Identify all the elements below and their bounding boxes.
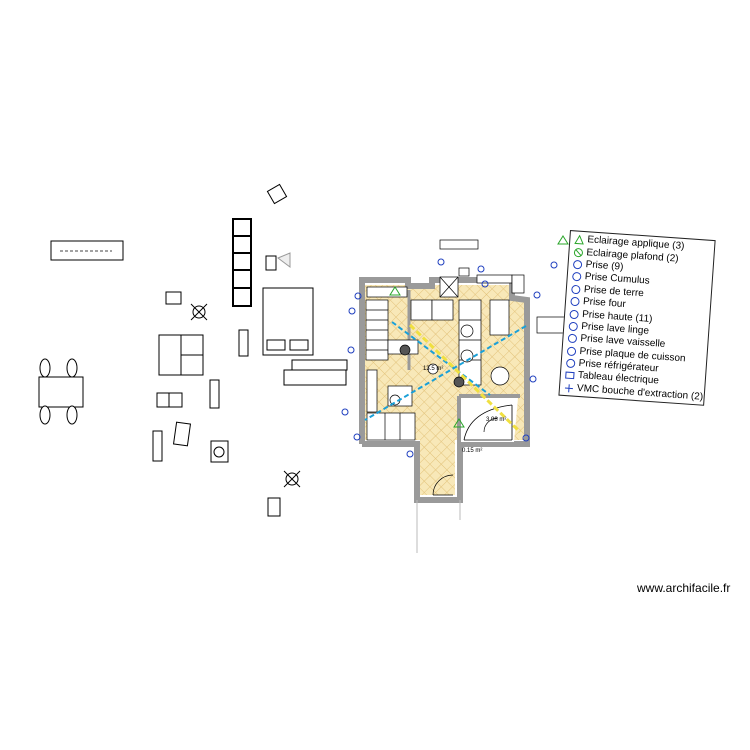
ceiling-light-icon [573,247,583,257]
legend-item: Eclairage plafond (2) [573,246,714,268]
legend-item: Eclairage applique (3) [574,233,715,255]
socket-icon [573,260,583,270]
wall-lamp-item [265,255,277,271]
legend-item: Prise réfrigérateur [565,357,706,379]
legend-item: Prise (9) [572,258,713,280]
piano-body [291,359,348,371]
legend-item: Prise de terre [570,283,711,305]
main-room-floor [362,285,525,495]
socket-icon [570,297,580,307]
bathroom-floor [461,398,518,442]
appliance-small [267,497,281,517]
shelf-unit [232,218,252,307]
legend-item: Prise lave linge [568,320,709,342]
radiator-item-2 [209,379,220,409]
piano-keys [283,369,347,386]
chair-item [266,183,288,205]
socket-icon [569,309,579,319]
apartment-plan: 13.5 m² 3.98 m² 0.15 m² [359,239,587,553]
socket-icon [566,358,576,368]
radiator-item-3 [152,430,163,462]
doors [432,417,499,496]
watermark-text: www.archifacile.fr [637,581,731,595]
dimension-lines [364,321,527,421]
legend-item: Prise lave vaisselle [567,332,708,354]
highlight-line [408,323,522,434]
round-fixtures [389,324,510,406]
socket-icon [568,321,578,331]
light-symbols [389,235,569,428]
table-with-chairs [38,376,84,408]
tv-item [165,291,182,305]
plan-label-top [439,239,479,250]
wall-light-icon [574,234,584,245]
legend-item: Prise four [570,295,711,317]
shower-enclosure [463,404,513,441]
area-label-small: 0.15 m² [462,448,482,454]
electrical-symbols [341,258,558,458]
legend-item: VMC bouche d'extraction (2) [564,382,705,404]
floating-light-symbols [190,303,301,488]
legend-item: Prise plaque de cuisson [566,345,707,367]
legend-item: Prise haute (11) [569,308,710,330]
legend-item: Prise Cumulus [571,270,712,292]
outer-wall [359,277,530,503]
socket-icon [571,284,581,294]
cabinet-item [172,421,192,447]
legend-item: Tableau électrique [564,369,705,391]
socket-icon [567,346,577,356]
area-label-main: 13.5 m² [423,366,443,372]
socket-icon [572,272,582,282]
electrical-legend: Eclairage applique (3) Eclairage plafond… [558,230,716,406]
radiator-item [238,329,249,357]
vent-icon [564,384,573,393]
furniture-library [38,183,348,517]
area-label-bath: 3.98 m² [486,417,506,423]
staircase [365,286,419,361]
socket-icon [567,334,577,344]
panel-icon [565,372,575,380]
kitchen-counters [366,267,510,441]
